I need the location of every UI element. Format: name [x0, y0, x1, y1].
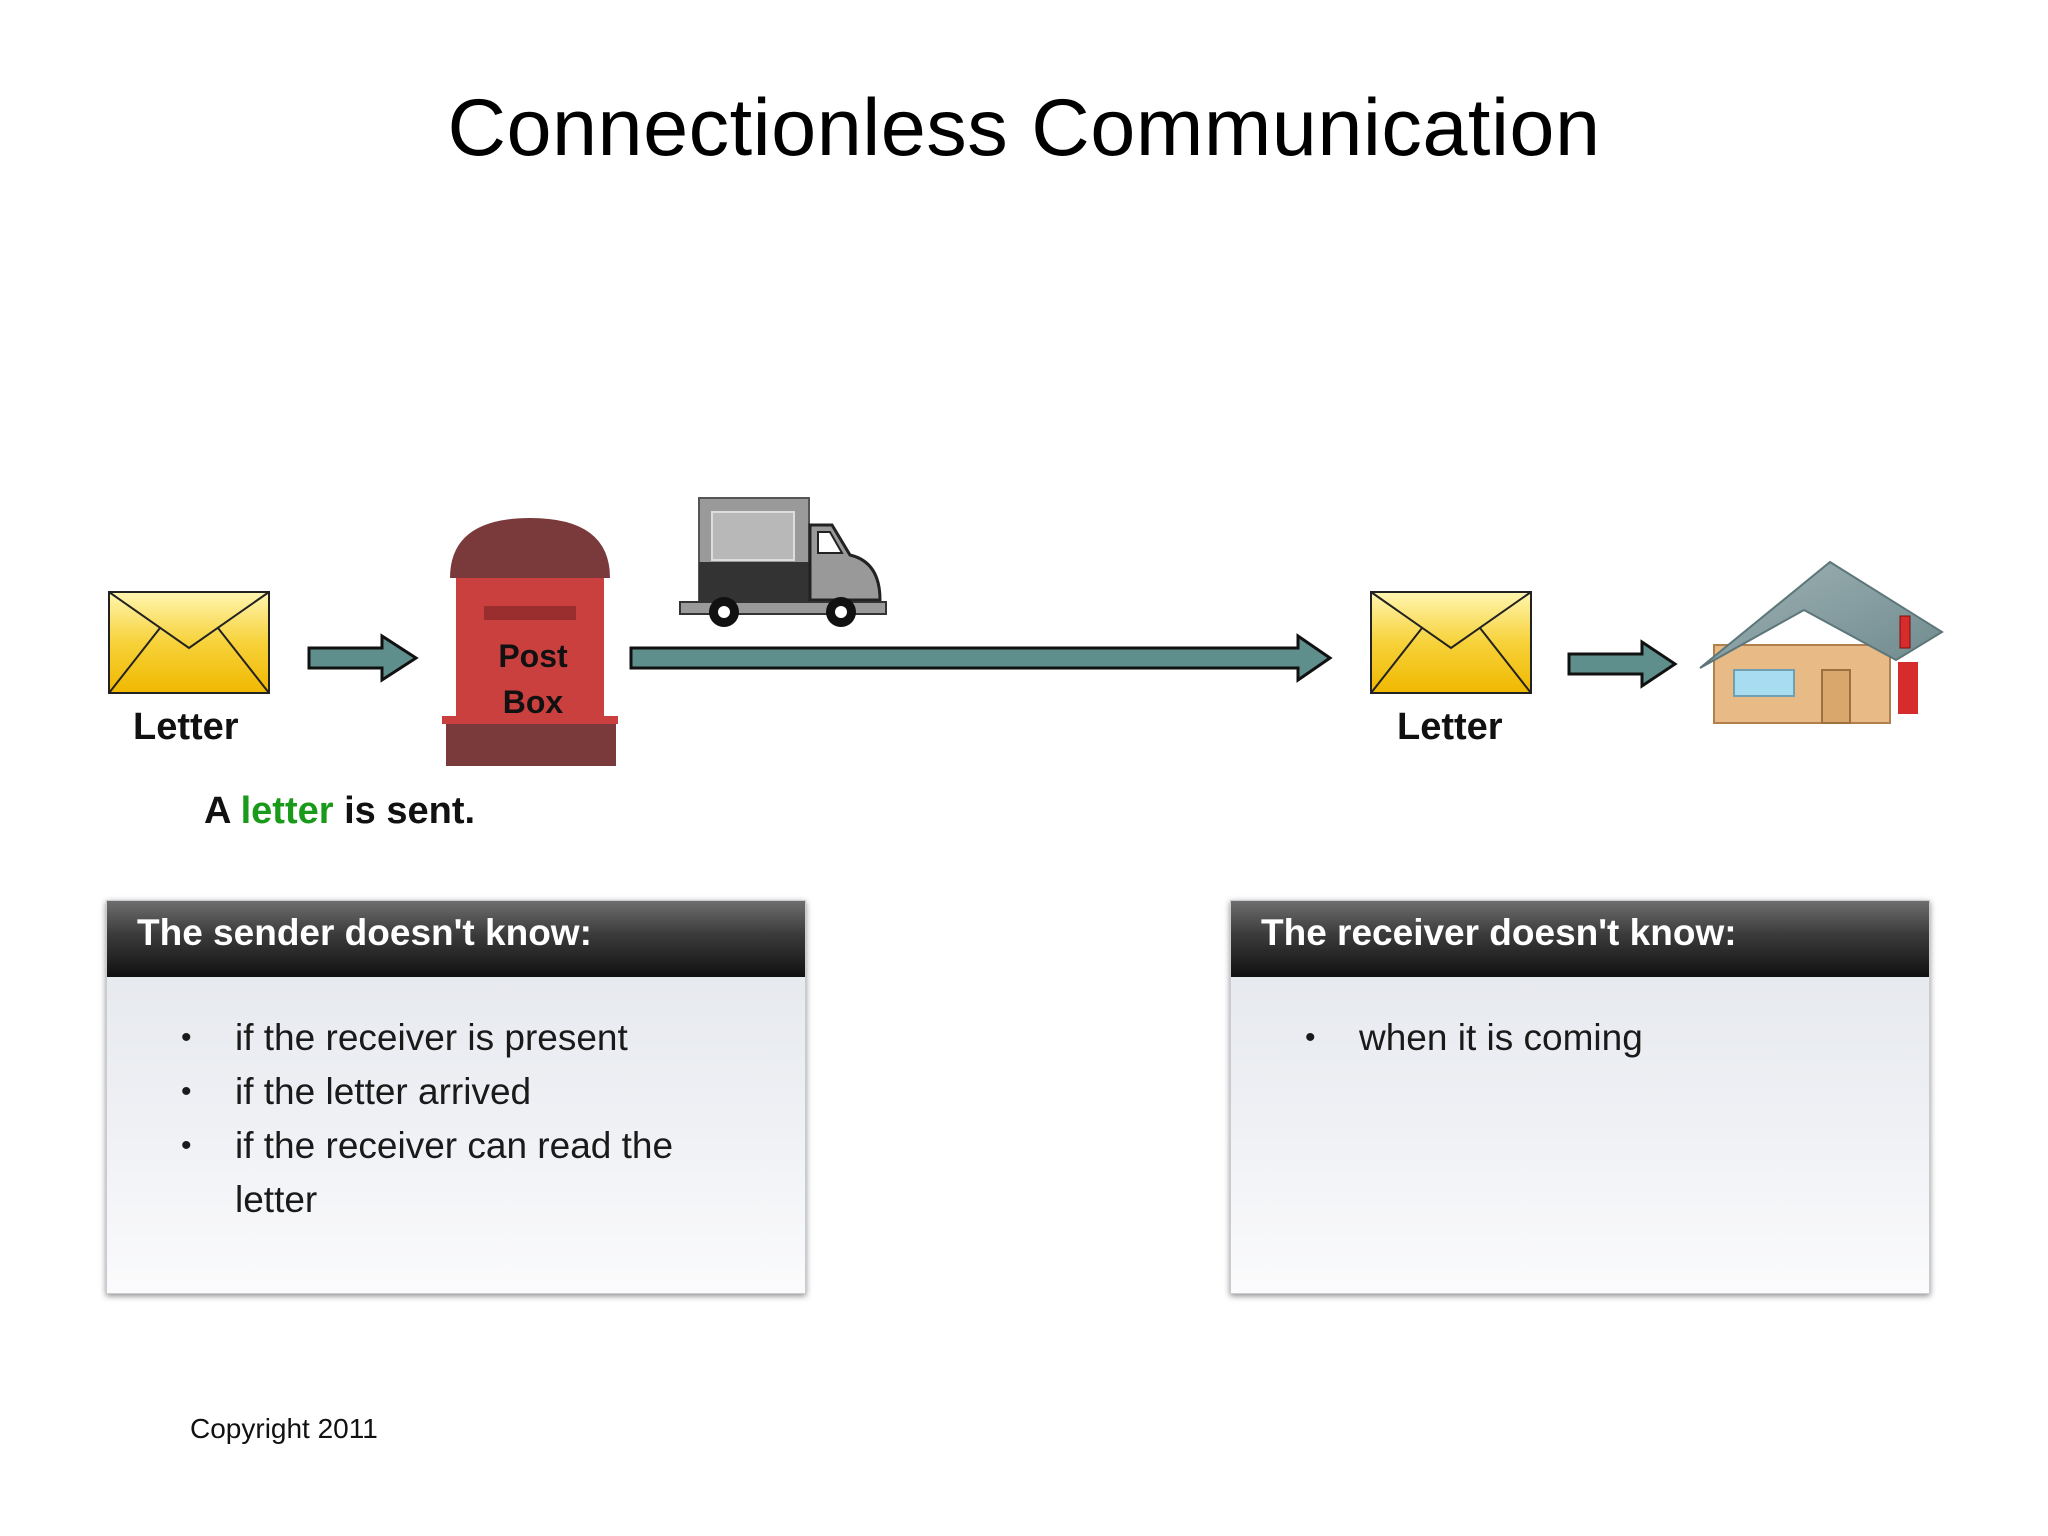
postbox-label: Post Box — [453, 633, 613, 725]
envelope-icon-right — [1370, 591, 1532, 694]
caption-highlight: letter — [240, 790, 334, 832]
bullet-icon: • — [181, 1021, 192, 1054]
sender-box-heading: The sender doesn't know: — [107, 901, 805, 977]
sender-info-box: The sender doesn't know: • if the receive… — [106, 900, 806, 1294]
page-title: Connectionless Communication — [447, 83, 1601, 173]
copyright-text: Copyright 2011 — [190, 1413, 378, 1444]
list-item-text: when it is coming — [1359, 1017, 1643, 1058]
receiver-unknowns-list: • when it is coming — [1305, 1011, 1865, 1065]
receiver-info-box: The receiver doesn't know: • when it is c… — [1230, 900, 1930, 1294]
caption-suffix: is sent. — [344, 790, 476, 832]
list-item: • if the receiver is present — [181, 1011, 741, 1065]
arrow-letter-to-postbox — [307, 633, 419, 683]
arrow-postbox-to-receiver — [629, 633, 1333, 683]
list-item: • when it is coming — [1305, 1011, 1865, 1065]
bullet-icon: • — [181, 1075, 192, 1108]
list-item-text: if the receiver can read the letter — [235, 1125, 674, 1220]
list-item-text: if the letter arrived — [235, 1071, 532, 1112]
truck-icon — [679, 497, 887, 627]
receiver-box-heading: The receiver doesn't know: — [1231, 901, 1929, 977]
list-item: • if the receiver can read the letter — [181, 1119, 741, 1227]
house-icon — [1699, 560, 1944, 724]
letter-label-right: Letter — [1397, 706, 1503, 748]
postbox-label-line1: Post — [498, 638, 568, 674]
list-item-text: if the receiver is present — [235, 1017, 628, 1058]
post-box-icon — [442, 518, 618, 766]
postbox-label-line2: Box — [502, 684, 564, 720]
list-item: • if the letter arrived — [181, 1065, 741, 1119]
bullet-icon: • — [181, 1129, 192, 1162]
letter-label-left: Letter — [133, 706, 239, 748]
caption-letter-sent: A letter is sent. — [204, 790, 475, 833]
arrow-letter-to-house — [1567, 639, 1678, 689]
sender-unknowns-list: • if the receiver is present • if the lett… — [181, 1011, 741, 1227]
envelope-icon-left — [108, 591, 270, 694]
caption-prefix: A — [204, 790, 231, 832]
bullet-icon: • — [1305, 1021, 1316, 1054]
